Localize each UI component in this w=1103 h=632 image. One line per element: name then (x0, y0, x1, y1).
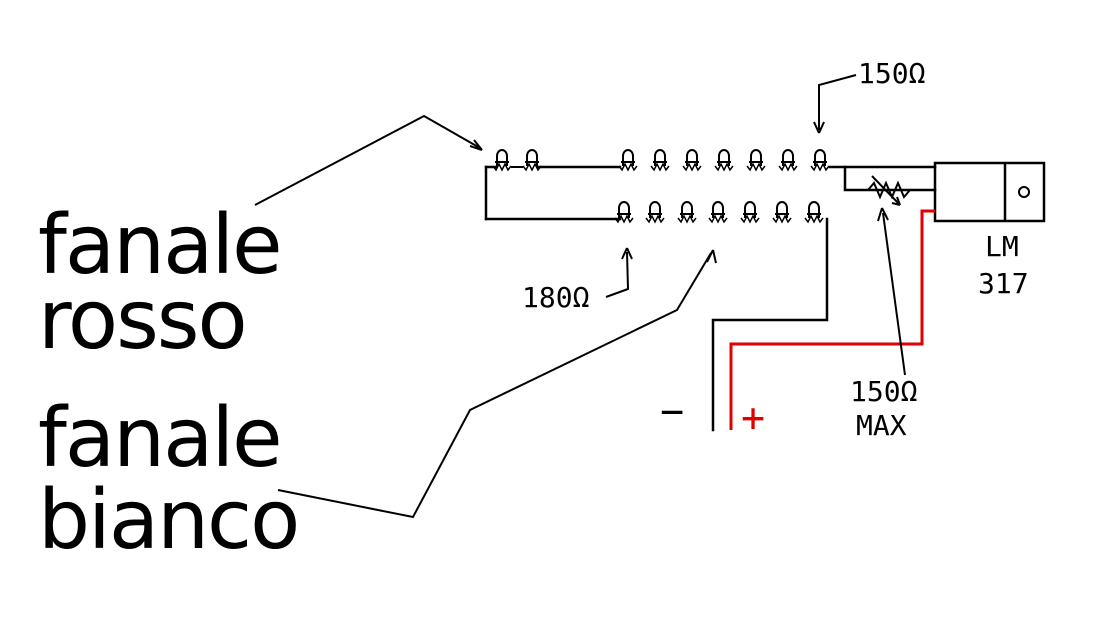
top-row-led-resistor-8 (810, 162, 830, 172)
negative-terminal-label: − (660, 389, 685, 435)
bottom-row-led-4 (743, 201, 757, 218)
negative-wire (711, 217, 829, 432)
lm317-regulator (933, 161, 1046, 223)
pot-pointer-arrowhead (877, 207, 889, 222)
regulator-mounting-hole (1018, 186, 1030, 198)
top-row-led-resistor-2 (618, 162, 638, 172)
pot-branch-wire (843, 165, 937, 192)
red-lamp-label-line1: fanale (38, 198, 283, 293)
bottom-row-led-resistor-4 (740, 214, 760, 224)
red-lamp-pointer (254, 114, 481, 206)
bottom-row-led-3 (711, 201, 725, 218)
top-row-led-0 (495, 149, 509, 166)
white-lamp-label-line1: fanale (38, 391, 283, 486)
top-row-led-resistor-0 (492, 162, 512, 172)
bottom-row-led-5 (775, 201, 789, 218)
regulator-body (933, 161, 1046, 223)
bottom-row-led-0 (617, 201, 631, 218)
pot-wiper-arrow (871, 175, 901, 206)
resistor-top-label: 150Ω (858, 57, 926, 90)
bottom-led-row (614, 201, 824, 224)
bottom-row-led-resistor-2 (677, 214, 697, 224)
wires (484, 165, 937, 432)
pot-label-line2: MAX (856, 409, 907, 442)
pot-label-line1: 150Ω (850, 375, 918, 408)
top-row-led-resistor-1 (522, 162, 542, 172)
pointer-lines (254, 74, 906, 519)
pot-zigzag (867, 180, 911, 200)
resistor-bottom-label: 180Ω (522, 281, 590, 314)
bottom-row-led-resistor-5 (772, 214, 792, 224)
top-row-led-3 (653, 149, 667, 166)
top-led-row (492, 149, 830, 172)
top-row-led-5 (717, 149, 731, 166)
pot-arrowhead (891, 196, 901, 206)
red-lamp-pointer-arrowhead (469, 139, 483, 151)
positive-terminal-label: + (741, 395, 766, 441)
resistor-150-pointer-arrowhead (813, 121, 825, 134)
white-lamp-pointer (277, 252, 712, 519)
white-lamp-label-line2: bianco (38, 473, 300, 568)
resistor-180-pointer-arrowhead (621, 247, 633, 260)
top-row-led-1 (525, 149, 539, 166)
top-row-led-4 (685, 149, 699, 166)
top-row-led-resistor-5 (714, 162, 734, 172)
resistor-180-pointer (605, 251, 630, 298)
regulator-label-line2: 317 (978, 267, 1029, 300)
top-row-led-resistor-4 (682, 162, 702, 172)
top-row-led-8 (813, 149, 827, 166)
resistor-150-pointer (818, 74, 857, 130)
bottom-row-led-resistor-3 (708, 214, 728, 224)
top-row-led-resistor-6 (746, 162, 766, 172)
bottom-row-led-1 (648, 201, 662, 218)
red-lamp-label-line2: rosso (38, 273, 248, 368)
bottom-row-led-resistor-0 (614, 214, 634, 224)
top-row-led-resistor-3 (650, 162, 670, 172)
bottom-row-led-resistor-6 (804, 214, 824, 224)
pot-pointer (882, 212, 906, 376)
regulator-label-line1: LM (985, 230, 1019, 263)
potentiometer (867, 175, 911, 206)
top-row-led-2 (621, 149, 635, 166)
top-row-led-6 (749, 149, 763, 166)
top-row-led-7 (781, 149, 795, 166)
white-lamp-pointer-arrowhead (706, 249, 717, 264)
positive-wire (729, 209, 935, 430)
bottom-row-led-resistor-1 (645, 214, 665, 224)
bottom-row-led-6 (807, 201, 821, 218)
top-row-led-resistor-7 (778, 162, 798, 172)
bottom-row-led-2 (680, 201, 694, 218)
